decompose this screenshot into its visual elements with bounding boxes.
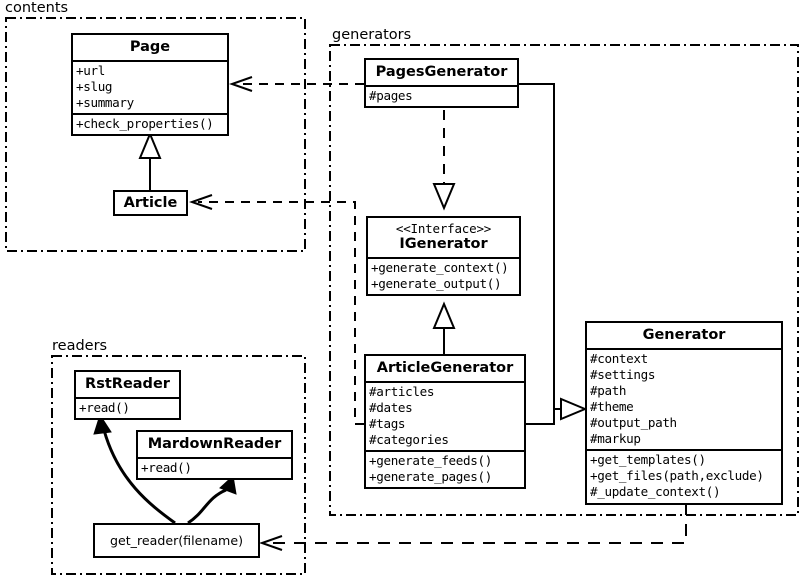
class-box-rstreader[interactable]: RstReader +read() (74, 370, 181, 420)
class-method: +generate_context() (371, 260, 509, 276)
class-method: +generate_output() (371, 276, 502, 292)
class-attribute: #theme (590, 398, 634, 414)
class-method: #_update_context() (590, 484, 721, 500)
class-attribute: #context (590, 350, 648, 366)
class-box-article[interactable]: Article (113, 190, 188, 216)
class-attribute: #tags (369, 415, 406, 431)
class-title-rstreader: RstReader (85, 376, 170, 392)
class-attribute: #pages (369, 87, 413, 103)
generalization-arrowhead-page (138, 131, 162, 159)
generalization-arrowhead-igenerator (432, 301, 456, 329)
function-box-get-reader[interactable]: get_reader(filename) (93, 523, 260, 558)
class-title-igenerator: <<Interface>> IGenerator (368, 218, 519, 257)
class-method: +read() (79, 399, 130, 415)
dependency-arrowhead-page (228, 76, 253, 92)
create-getreader-mardownreader (187, 488, 227, 525)
class-title-pagesgenerator: PagesGenerator (375, 64, 508, 80)
class-method: +get_templates() (590, 452, 706, 468)
class-methods-generator: +get_templates() +get_files(path,exclude… (587, 449, 781, 502)
generalization-articlegenerator-generator (526, 408, 561, 425)
class-title-article: Article (123, 194, 178, 211)
realization-arrowhead-igenerator (432, 183, 456, 211)
class-title-generator: Generator (642, 327, 726, 343)
class-title-page: Page (129, 39, 171, 55)
class-box-igenerator[interactable]: <<Interface>> IGenerator +generate_conte… (366, 216, 521, 297)
class-attribute: #markup (590, 431, 641, 447)
class-attribute: +url (76, 62, 105, 78)
class-method: +get_files(path,exclude) (590, 468, 764, 484)
class-attribute: #path (590, 382, 627, 398)
class-box-page[interactable]: Page +url +slug +summary +check_properti… (71, 33, 229, 137)
class-box-articlegenerator[interactable]: ArticleGenerator #articles #dates #tags … (364, 354, 526, 490)
class-box-generator[interactable]: Generator #context #settings #path #them… (585, 321, 783, 505)
generalization-arrowhead-generator (560, 397, 588, 421)
class-attributes-page: +url +slug +summary (73, 59, 227, 113)
class-method: +check_properties() (76, 115, 214, 131)
class-box-mardownreader[interactable]: MardownReader +read() (136, 430, 293, 480)
class-attribute: #categories (369, 431, 449, 447)
class-method: +generate_feeds() (369, 453, 492, 469)
package-label-readers: readers (51, 338, 109, 354)
dependency-arrowhead-getreader (258, 535, 283, 551)
class-methods-page: +check_properties() (73, 112, 227, 134)
class-attribute: #output_path (590, 415, 677, 431)
package-label-generators: generators (331, 27, 413, 43)
dependency-generator-getreader (268, 503, 687, 544)
dependency-arrowhead-article (188, 194, 213, 210)
package-label-contents: contents (4, 0, 70, 16)
class-methods-igenerator: +generate_context() +generate_output() (368, 257, 519, 294)
class-box-pagesgenerator[interactable]: PagesGenerator #pages (364, 58, 519, 108)
class-attribute: +slug (76, 78, 113, 94)
function-label-get-reader: get_reader(filename) (110, 533, 243, 548)
class-title-articlegenerator: ArticleGenerator (376, 360, 514, 376)
class-attribute: #settings (590, 366, 656, 382)
class-name-igenerator: IGenerator (399, 236, 488, 253)
class-methods-rstreader: +read() (76, 396, 179, 418)
class-stereotype-igenerator: <<Interface>> (395, 221, 492, 236)
class-attribute: +summary (76, 94, 134, 110)
class-method: +read() (141, 459, 192, 475)
class-attribute: #articles (369, 383, 435, 399)
class-title-mardownreader: MardownReader (147, 436, 282, 452)
class-attributes-generator: #context #settings #path #theme #output_… (587, 347, 781, 450)
class-attribute: #dates (369, 399, 413, 415)
class-methods-articlegenerator: +generate_feeds() +generate_pages() (366, 450, 524, 487)
dependency-articlegenerator-article (198, 201, 364, 425)
class-methods-mardownreader: +read() (138, 456, 291, 478)
class-attributes-pagesgenerator: #pages (366, 84, 517, 106)
class-method: +generate_pages() (369, 469, 492, 485)
class-attributes-articlegenerator: #articles #dates #tags #categories (366, 380, 524, 450)
